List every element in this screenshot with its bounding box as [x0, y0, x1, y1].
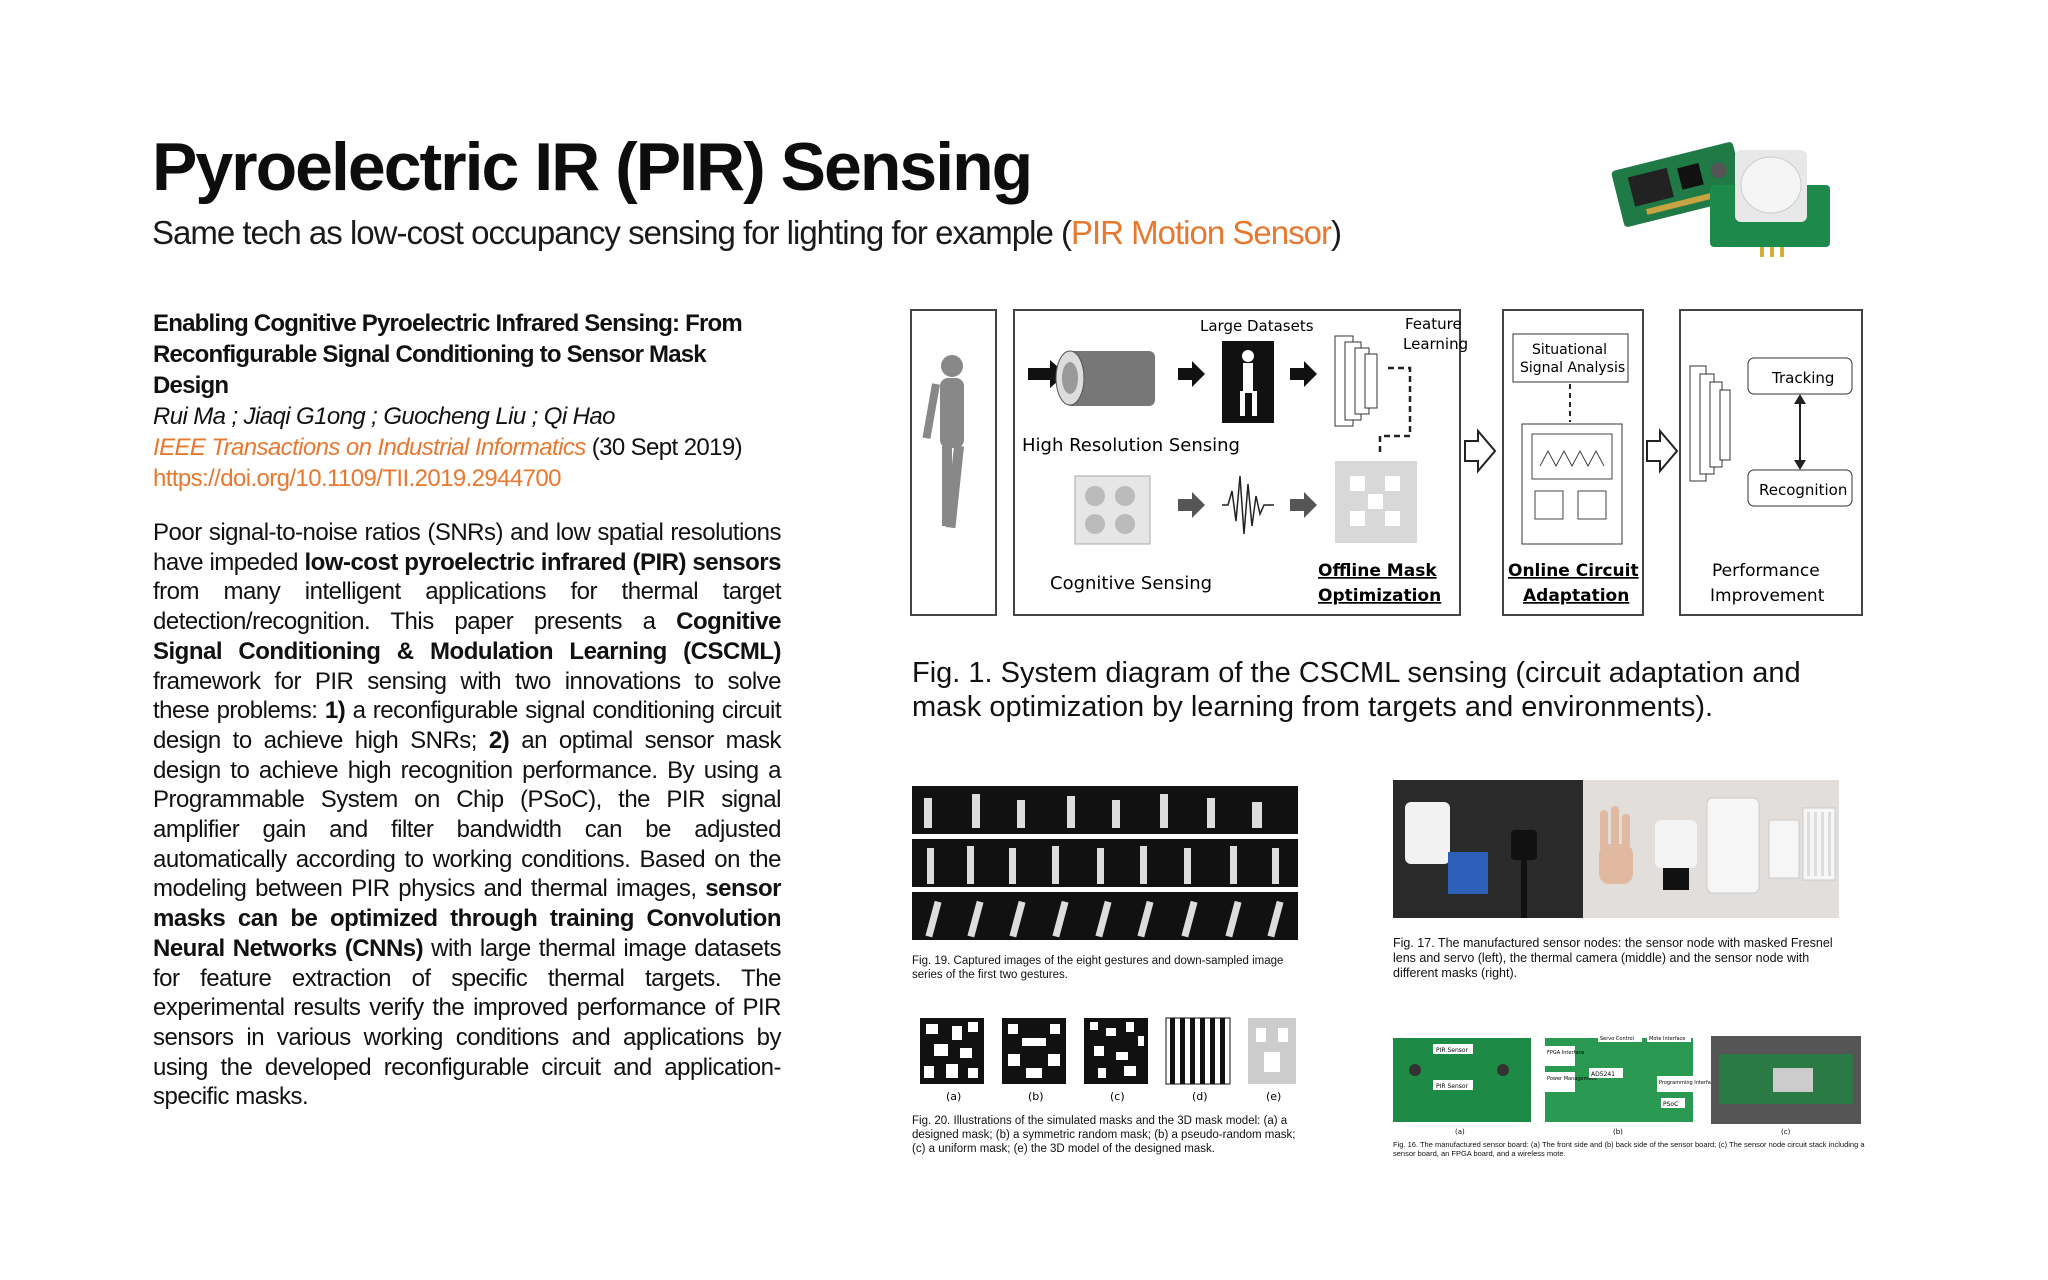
- fig16-board-label: Servo Control: [1600, 1036, 1634, 1042]
- fig1-feature: Feature: [1405, 315, 1462, 333]
- fig19-gesture-images: [912, 786, 1298, 940]
- paper-journal-line: IEEE Transactions on Industrial Informat…: [153, 432, 783, 463]
- fig1-offline2: Optimization: [1318, 586, 1441, 606]
- paper-authors: Rui Ma ; Jiaqi G1ong ; Guocheng Liu ; Qi…: [153, 403, 615, 430]
- abstract-text: Poor signal-to-noise ratios (SNRs) and l…: [153, 519, 782, 576]
- fig1-system-diagram: Large Datasets Feature Learning High Res…: [910, 309, 1863, 616]
- thermal-camera-icon: [1055, 350, 1155, 406]
- fig1-caption-line: mask optimization by learning from targe…: [912, 691, 1714, 723]
- fig1-online1: Online Circuit: [1508, 561, 1639, 581]
- fig1-perf1: Performance: [1712, 561, 1820, 581]
- fig16-board-label: FPGA Interface: [1547, 1050, 1584, 1056]
- person-figure: [922, 355, 964, 529]
- circuit-icon: [1521, 423, 1623, 545]
- paper-date: (30 Sept 2019): [585, 434, 743, 461]
- fig17-sensor-node-photos: [1393, 780, 1839, 918]
- abstract-text: framework for PIR sensing with two innov…: [153, 667, 782, 725]
- fig17-caption: Fig. 17. The manufactured sensor nodes: …: [1393, 936, 1833, 980]
- slide-subtitle: Same tech as low-cost occupancy sensing …: [152, 214, 1342, 252]
- cnn-stack-icon: [1334, 335, 1378, 427]
- doi-link[interactable]: https://doi.org/10.1109/TII.2019.2944700: [153, 465, 561, 492]
- fig1-online2: Adaptation: [1523, 586, 1629, 606]
- abstract-highlight: 1): [324, 697, 346, 725]
- fig16-board-label: Power Management: [1547, 1076, 1597, 1082]
- fig20-label-e: (e): [1266, 1090, 1281, 1103]
- abstract-text: with large thermal image datasets for fe…: [153, 934, 782, 1111]
- fig16-label-b: (b): [1613, 1128, 1623, 1136]
- fig1-cognitive: Cognitive Sensing: [1050, 573, 1212, 594]
- abstract-highlight: Cognitive Signal Conditioning & Modulati…: [153, 608, 782, 665]
- journal-link[interactable]: IEEE Transactions on Industrial Informat…: [153, 434, 586, 461]
- fig16-label-c: (c): [1781, 1128, 1791, 1136]
- signal-wave-icon: [1222, 475, 1274, 535]
- fig20-label-c: (c): [1110, 1090, 1125, 1103]
- abstract-text: from many intelligent applications for t…: [153, 578, 782, 636]
- abstract-highlight: sensor masks can be optimized through tr…: [153, 875, 782, 962]
- fig1-caption: Fig. 1. System diagram of the CSCML sens…: [912, 656, 1872, 724]
- fig1-caption-line: Fig. 1. System diagram of the CSCML sens…: [912, 657, 1801, 689]
- fig16-label-a: (a): [1455, 1128, 1465, 1136]
- abstract-highlight: low-cost pyroelectric infrared (PIR) sen…: [304, 548, 781, 576]
- fig16-caption: Fig. 16. The manufactured sensor board: …: [1393, 1140, 1865, 1158]
- fig1-learning: Learning: [1403, 335, 1468, 353]
- fig1-situational1: Situational: [1532, 342, 1607, 358]
- pir-sensor-photo: [1611, 142, 1830, 257]
- fig16-board-label: PIR Sensor: [1436, 1047, 1469, 1054]
- fig16-sensor-board-photos: PIR Sensor PIR Sensor Servo Control Mote…: [1393, 1034, 1861, 1136]
- pir-motion-sensor-link[interactable]: PIR Motion Sensor: [1070, 214, 1332, 251]
- fig20-label-a: (a): [946, 1090, 961, 1103]
- paper-abstract: Poor signal-to-noise ratios (SNRs) and l…: [153, 518, 782, 1112]
- pir-array-icon: [1074, 475, 1151, 545]
- fig1-offline1: Offline Mask: [1318, 561, 1437, 581]
- fig1-large-datasets: Large Datasets: [1200, 317, 1314, 335]
- fig16-board-label: PSoC: [1663, 1101, 1678, 1108]
- subtitle-close: ): [1330, 214, 1342, 251]
- fig1-situational2: Signal Analysis: [1520, 360, 1625, 376]
- fig20-caption: Fig. 20. Illustrations of the simulated …: [912, 1115, 1296, 1155]
- slide-title: Pyroelectric IR (PIR) Sensing: [152, 129, 1033, 205]
- fig16-board-label: PIR Sensor: [1436, 1083, 1469, 1090]
- fig16-board-label: AD5241: [1591, 1071, 1615, 1078]
- fig16-board-label: Programming Interface: [1659, 1080, 1717, 1086]
- abstract-text: a reconfigurable signal conditioning cir…: [153, 697, 782, 754]
- fig20-label-d: (d): [1192, 1090, 1208, 1103]
- paper-reference: Enabling Cognitive Pyroelectric Infrared…: [153, 308, 783, 494]
- fig19-caption: Fig. 19. Captured images of the eight ge…: [912, 955, 1284, 981]
- abstract-text: an optimal sensor mask design to achieve…: [153, 726, 782, 903]
- fig1-tracking: Tracking: [1771, 369, 1834, 387]
- abstract-highlight: 2): [488, 726, 510, 754]
- fig16-board-label: Mote Interface: [1649, 1036, 1685, 1042]
- fig1-high-res: High Resolution Sensing: [1022, 435, 1240, 456]
- paper-title: Enabling Cognitive Pyroelectric Infrared…: [153, 310, 743, 399]
- fig1-recognition: Recognition: [1759, 481, 1847, 499]
- fig20-mask-illustrations: (a) (b) (c) (d) (e): [920, 1017, 1296, 1103]
- subtitle-text: Same tech as low-cost occupancy sensing …: [152, 214, 1072, 251]
- fig20-label-b: (b): [1028, 1090, 1044, 1103]
- fig1-perf2: Improvement: [1710, 586, 1825, 606]
